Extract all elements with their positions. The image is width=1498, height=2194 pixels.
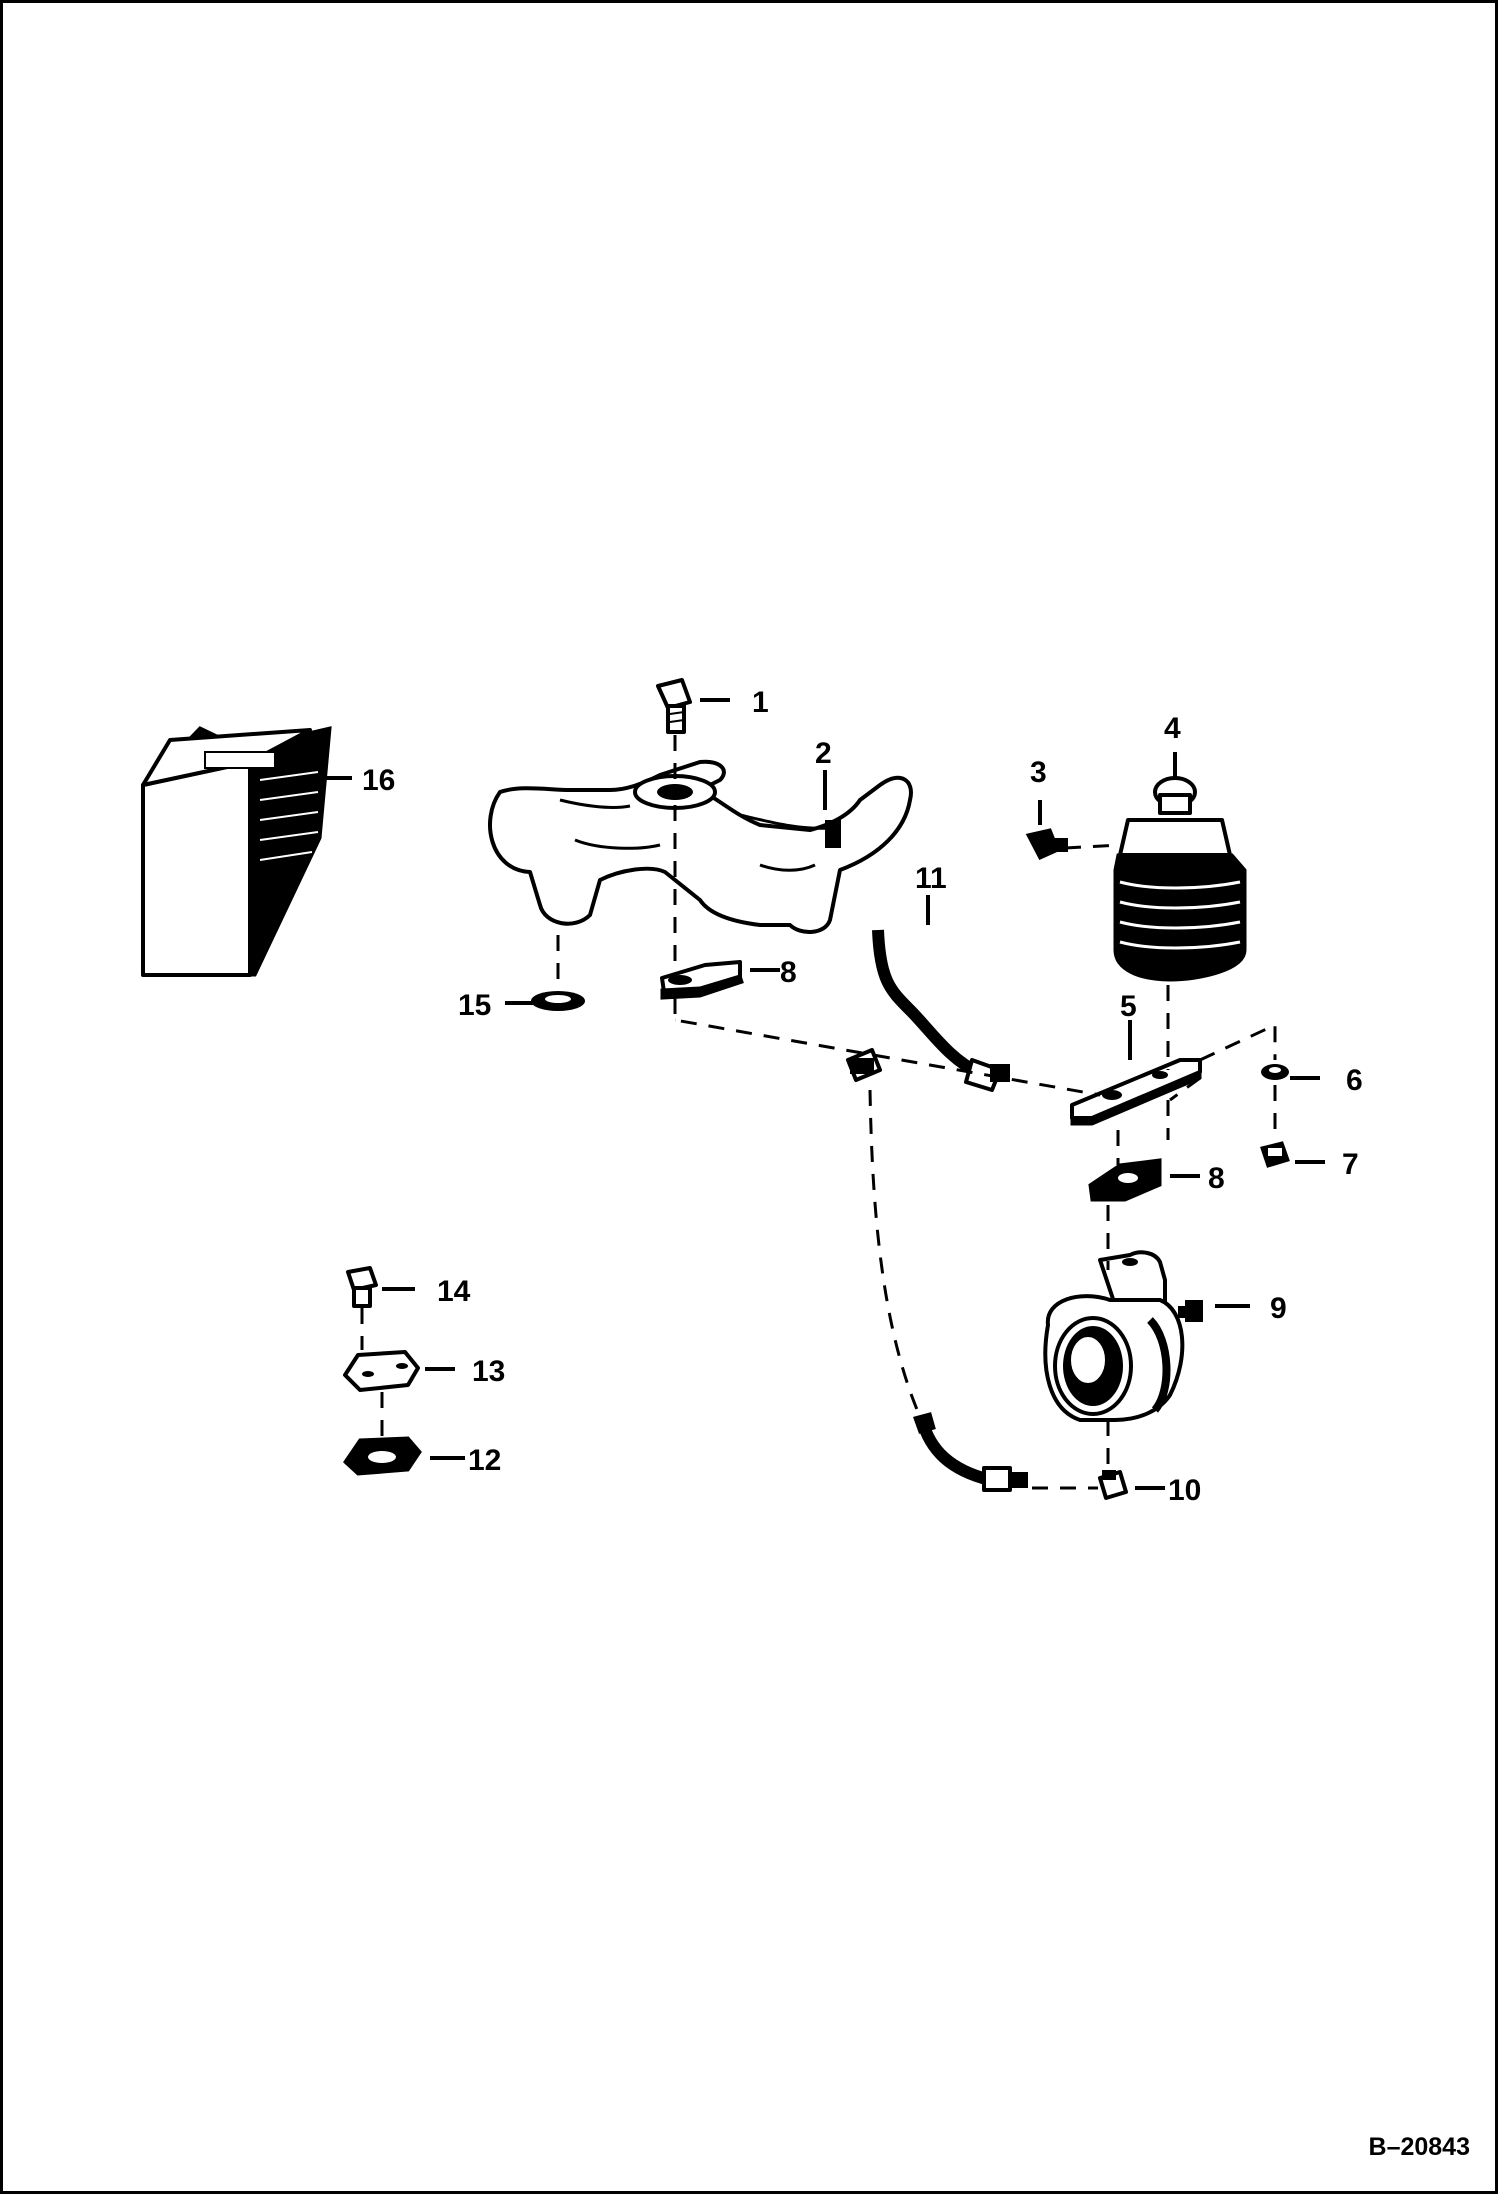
callout-10: 10 (1168, 1474, 1201, 1507)
part-2-manifold (488, 759, 913, 934)
document-id: B–20843 (1369, 2133, 1470, 2161)
part-16-battery (141, 726, 332, 977)
callout-7: 7 (1342, 1148, 1359, 1181)
part-11-hose-lower (913, 1412, 1028, 1492)
callout-11: 11 (915, 862, 947, 895)
part-6-washer (1261, 1064, 1289, 1080)
part-7-bolt (1260, 1141, 1290, 1168)
callout-14: 14 (437, 1275, 471, 1308)
callout-9: 9 (1270, 1292, 1287, 1325)
callout-1: 1 (752, 686, 769, 719)
callout-8-lower: 8 (1208, 1162, 1225, 1195)
callout-13: 13 (472, 1355, 505, 1388)
callout-4: 4 (1164, 712, 1181, 745)
callout-6: 6 (1346, 1064, 1363, 1097)
part-3-fitting (1025, 828, 1068, 860)
part-10-fitting (1098, 1470, 1128, 1500)
callout-12: 12 (468, 1444, 501, 1477)
part-8-gasket-lower (1088, 1158, 1162, 1202)
part-13-plate (343, 1350, 420, 1392)
callout-3: 3 (1030, 756, 1047, 789)
callout-5: 5 (1120, 990, 1137, 1023)
part-15-washer (531, 991, 585, 1011)
callout-8-upper: 8 (780, 956, 797, 989)
callout-2: 2 (815, 737, 832, 770)
callout-15: 15 (458, 989, 491, 1022)
part-4-filter (1113, 776, 1247, 982)
part-12-gasket (343, 1436, 422, 1476)
part-9-fuel-pump (1043, 1250, 1203, 1422)
callout-labels: 1 2 3 4 5 6 7 8 8 9 10 11 12 13 14 15 16 (362, 686, 1363, 1507)
part-5-bracket (1070, 1058, 1202, 1126)
leader-lines (322, 698, 1325, 1490)
part-8-gasket-upper (660, 960, 744, 1000)
part-1-bolt (656, 678, 692, 734)
part-11-hose (846, 929, 1010, 1092)
assembly-lines (360, 735, 1277, 1490)
part-14-bolt (346, 1266, 378, 1308)
callout-16: 16 (362, 764, 395, 797)
